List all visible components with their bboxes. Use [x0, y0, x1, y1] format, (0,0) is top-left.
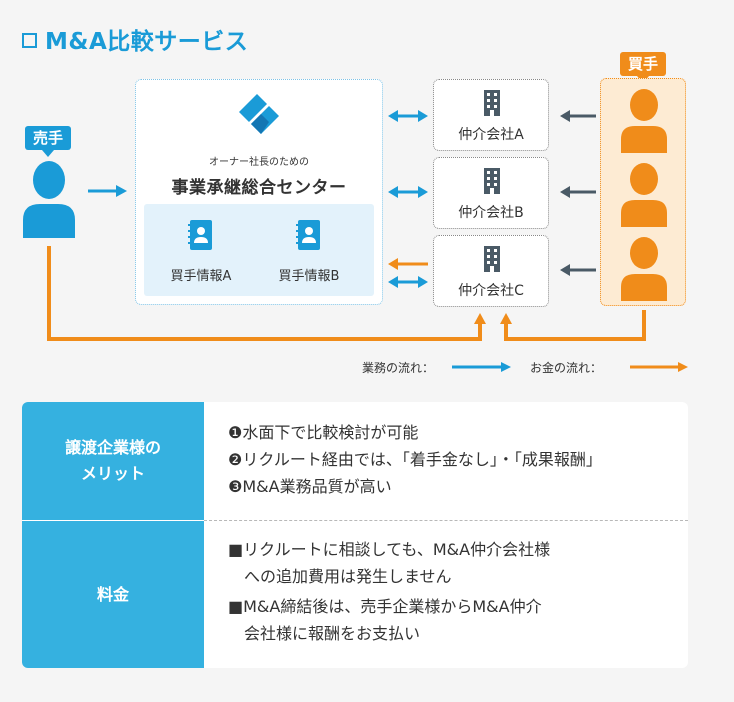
merit-header-line2: メリット	[80, 464, 145, 483]
broker-b-box: 仲介会社B	[433, 157, 549, 229]
buyer-to-broker-b-arrow	[560, 186, 596, 198]
buyer-info-panel: 買手情報A 買手情報B	[144, 204, 374, 296]
broker-a-label: 仲介会社A	[458, 127, 524, 143]
merit-line-2: ❷リクルート経由では、「着手金なし」・「成果報酬」	[228, 450, 602, 469]
legend-money-label: お金の流れ：	[530, 361, 603, 375]
document-a-icon	[188, 220, 212, 250]
buyer-info-a-label: 買手情報A	[170, 269, 232, 284]
center-box: オーナー社長のための 事業承継総合センター 買手情報A 買手情報B	[135, 79, 383, 305]
merit-header: 譲渡企業様の メリット	[22, 402, 204, 520]
building-icon	[484, 246, 500, 272]
legend-business-label: 業務の流れ：	[362, 361, 435, 375]
legend-money-arrow	[630, 362, 688, 372]
fee-line-3: ■M&A締結後は、売手企業様からM&A仲介	[228, 597, 542, 616]
checkbox-square-icon	[22, 33, 37, 48]
buyer-money-flow-line	[500, 310, 646, 341]
fee-line-2: への追加費用は発生しません	[228, 567, 452, 586]
fee-line-1: ■リクルートに相談しても、M&A仲介会社様	[228, 540, 551, 559]
info-table: 譲渡企業様の メリット 料金 ❶水面下で比較検討が可能 ❷リクルート経由では、「…	[22, 402, 688, 668]
center-name: 事業承継総合センター	[171, 178, 347, 198]
seller-tag: 売手	[25, 126, 71, 157]
document-b-icon	[296, 220, 320, 250]
merit-line-1: ❶水面下で比較検討が可能	[228, 423, 419, 442]
buyer-info-b-label: 買手情報B	[278, 269, 340, 284]
broker-b-label: 仲介会社B	[458, 205, 524, 221]
fee-header: 料金	[22, 521, 204, 668]
broker-a-box: 仲介会社A	[433, 79, 549, 151]
broker-c-to-center-money-arrow	[388, 258, 428, 270]
merit-line-3: ❸M&A業務品質が高い	[228, 477, 392, 496]
buyer-person-icon	[621, 163, 667, 227]
broker-c-box: 仲介会社C	[433, 235, 549, 307]
building-icon	[484, 168, 500, 194]
center-broker-b-double-arrow	[388, 186, 428, 198]
buyer-to-broker-c-arrow	[560, 264, 596, 276]
page-title-text: M&A比較サービス	[45, 29, 249, 55]
buyers-box	[600, 78, 686, 306]
fee-line-4: 会社様に報酬をお支払い	[228, 624, 421, 643]
buyer-person-icon	[621, 237, 667, 301]
center-broker-a-double-arrow	[388, 110, 428, 122]
seller-money-flow-line	[47, 246, 486, 341]
buyer-person-icon	[621, 89, 667, 153]
buyer-to-broker-a-arrow	[560, 110, 596, 122]
building-icon	[484, 90, 500, 116]
page-title: M&A比較サービス	[22, 22, 248, 56]
center-subtitle: オーナー社長のための	[209, 157, 309, 168]
legend-business-arrow	[452, 362, 511, 372]
flow-arrows	[47, 110, 688, 372]
center-broker-c-double-arrow	[388, 276, 428, 288]
center-logo-icon	[239, 94, 279, 134]
seller-to-center-arrow	[88, 185, 127, 197]
merit-header-line1: 譲渡企業様の	[64, 438, 161, 457]
header-divider	[22, 520, 204, 521]
row-divider	[204, 520, 688, 521]
seller-person-icon	[23, 161, 75, 238]
broker-c-label: 仲介会社C	[458, 283, 524, 299]
